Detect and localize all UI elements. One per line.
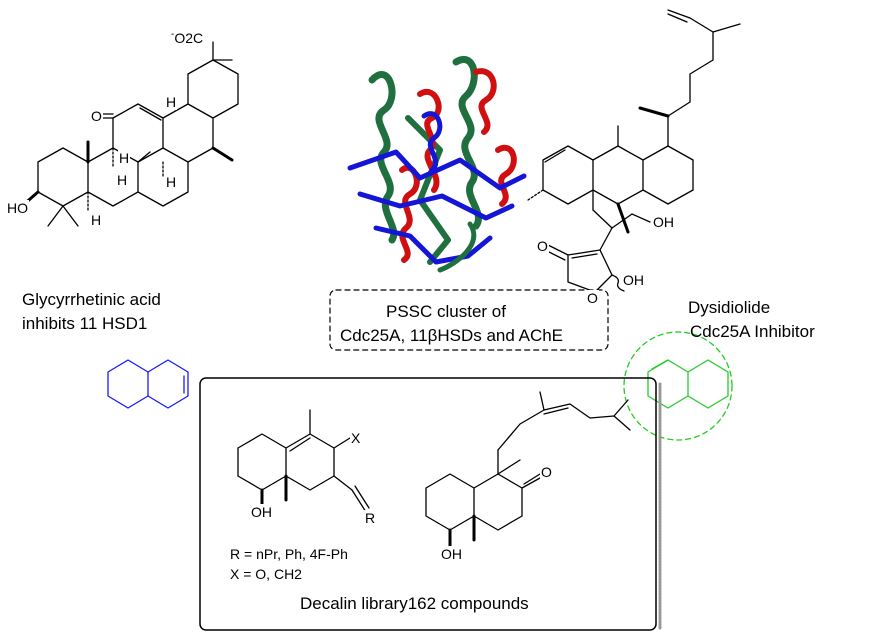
red-helix-4 — [495, 144, 517, 207]
h-label-3: H — [116, 172, 129, 188]
library-ketone-o: O — [540, 464, 553, 480]
library-caption: Decalin library162 compounds — [300, 594, 529, 613]
h-label-1: H — [165, 94, 178, 110]
green-helix-2 — [452, 56, 482, 230]
blue-decalin-scaffold — [107, 359, 189, 409]
protein-ribbon-structure — [347, 56, 527, 273]
dysidiolide-oh-1: OH — [652, 214, 675, 230]
h-label-5: H — [90, 212, 103, 228]
library-x-substituents: X = O, CH2 — [230, 566, 302, 582]
butenolide-carbonyl-o: O — [536, 238, 549, 254]
pssc-caption-box — [329, 289, 609, 351]
glycyrrhetinic-activity: inhibits 11 HSD1 — [22, 314, 148, 333]
h-label-2: H — [118, 150, 131, 166]
dysidiolide-structure — [527, 9, 741, 293]
blue-strand-3 — [373, 225, 493, 265]
red-helix-3 — [399, 164, 420, 263]
h-label-4: H — [165, 174, 178, 190]
pssc-caption-line1: PSSC cluster of — [386, 302, 506, 321]
butenolide-ring-o: O — [586, 290, 599, 306]
dysidiolide-oh-2: OH — [622, 272, 645, 288]
library-structure-2 — [425, 391, 631, 548]
green-decalin-scaffold — [623, 331, 733, 441]
dysidiolide-name: Dysidiolide — [688, 298, 771, 317]
carboxylate-label: -O2C — [170, 29, 205, 46]
green-loop — [437, 221, 477, 273]
library-panel — [199, 377, 662, 632]
hydroxyl-label: HO — [6, 200, 29, 216]
red-helix-2 — [473, 68, 497, 135]
blue-strand-2 — [357, 191, 515, 221]
carbonyl-oxygen-label: O — [90, 108, 103, 124]
dysidiolide-activity: Cdc25A Inhibitor — [690, 322, 815, 341]
library-x-atom: X — [350, 430, 362, 446]
library-r-substituents: R = nPr, Ph, 4F-Ph — [230, 546, 348, 562]
library-r-atom: R — [364, 510, 377, 526]
green-helix-1 — [368, 71, 398, 244]
glycyrrhetinic-acid-structure — [20, 41, 239, 227]
blue-strand-1 — [347, 149, 527, 191]
library-structure-1 — [237, 409, 370, 513]
library-oh-left: OH — [250, 504, 273, 520]
blue-helix — [421, 111, 443, 173]
library-oh-right: OH — [440, 546, 463, 562]
glycyrrhetinic-name: Glycyrrhetinic acid — [22, 290, 161, 309]
pssc-caption-line2: Cdc25A, 11βHSDs and AChE — [340, 326, 564, 345]
